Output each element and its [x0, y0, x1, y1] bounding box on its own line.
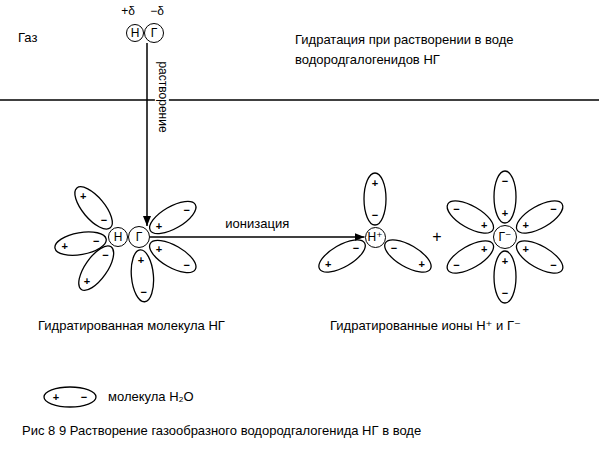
- atom-symbol: Г: [136, 231, 143, 243]
- atom-symbol: Г: [151, 27, 158, 39]
- figure-label: Гидратированная молекула НГ: [38, 319, 225, 334]
- water-molecule: [72, 241, 120, 296]
- atom-circle: Н⁺: [365, 227, 386, 248]
- water-molecule: [494, 171, 516, 223]
- figure-caption: Рис 8 9 Растворение газообразного водоро…: [22, 424, 421, 439]
- charge-sign: +: [53, 391, 59, 404]
- charge-sign: −: [453, 259, 459, 272]
- atom-circle: Г: [128, 226, 150, 248]
- charge-sign: −: [102, 249, 108, 262]
- atom-symbol: Н: [131, 27, 140, 39]
- water-molecule: [364, 173, 386, 225]
- charge-sign: −: [550, 259, 556, 272]
- figure-label: +: [432, 228, 441, 246]
- atom-symbol: Г⁻: [499, 231, 512, 243]
- arrow-label: ионизация: [223, 217, 291, 232]
- atom-circle: Н: [108, 227, 128, 247]
- reaction-arrow: [150, 236, 365, 238]
- charge-sign: +: [419, 258, 425, 271]
- charge-sign: −: [81, 391, 87, 404]
- water-molecule: [314, 233, 370, 278]
- charge-sign: +: [481, 219, 487, 232]
- water-molecule: [68, 181, 118, 235]
- water-molecules: [53, 171, 568, 303]
- charge-sign: −: [141, 285, 147, 298]
- charge-sign: +: [523, 243, 529, 256]
- atom-circle: Н: [126, 24, 144, 42]
- water-molecule: [442, 234, 498, 279]
- figure-label: −δ: [150, 5, 164, 19]
- charge-sign: −: [391, 242, 397, 255]
- charge-sign: +: [523, 219, 529, 232]
- charge-sign: +: [138, 254, 144, 267]
- figure-title: Гидратация при растворении в воде водоро…: [295, 30, 580, 70]
- charge-sign: +: [80, 189, 86, 202]
- water-molecule: [442, 194, 498, 239]
- arrow-label: растворение: [155, 59, 169, 134]
- atom-circle: Г⁻: [493, 225, 517, 249]
- charge-sign: −: [183, 203, 189, 216]
- water-surface: [0, 99, 599, 101]
- charge-sign: −: [353, 242, 359, 255]
- figure-label: Гидратированные ионы Н⁺ и Г⁻: [330, 319, 521, 334]
- charge-sign: −: [550, 203, 556, 216]
- charge-sign: −: [93, 234, 99, 247]
- charge-sign: +: [481, 243, 487, 256]
- water-molecule: [53, 228, 108, 259]
- atom-symbol: Н⁺: [368, 231, 383, 243]
- charge-sign: +: [84, 275, 90, 288]
- charge-sign: −: [183, 258, 189, 271]
- water-molecule: [512, 194, 568, 239]
- charge-sign: +: [372, 177, 378, 190]
- water-molecule: [494, 251, 516, 303]
- charge-sign: +: [325, 258, 331, 271]
- charge-sign: −: [453, 203, 459, 216]
- charge-sign: +: [156, 242, 162, 255]
- water-molecule: [380, 233, 436, 278]
- figure-label: Газ: [18, 31, 37, 46]
- atom-symbol: Н: [114, 231, 123, 243]
- water-molecule: [129, 249, 155, 303]
- charge-sign: +: [156, 219, 162, 232]
- charge-sign: +: [502, 207, 508, 220]
- atom-circle: Г: [144, 23, 164, 43]
- reaction-arrow: [146, 43, 148, 226]
- charge-sign: −: [502, 287, 508, 300]
- figure-label: +δ: [121, 5, 135, 19]
- charge-sign: +: [62, 240, 68, 253]
- charge-sign: −: [101, 214, 107, 227]
- charge-sign: −: [502, 175, 508, 188]
- legend-water-sample: [44, 387, 96, 407]
- charge-sign: −: [372, 209, 378, 222]
- charge-sign: +: [502, 255, 508, 268]
- legend-text: молекула Н₂О: [108, 390, 194, 405]
- water-molecule: [512, 234, 568, 279]
- water-molecule: [145, 195, 201, 240]
